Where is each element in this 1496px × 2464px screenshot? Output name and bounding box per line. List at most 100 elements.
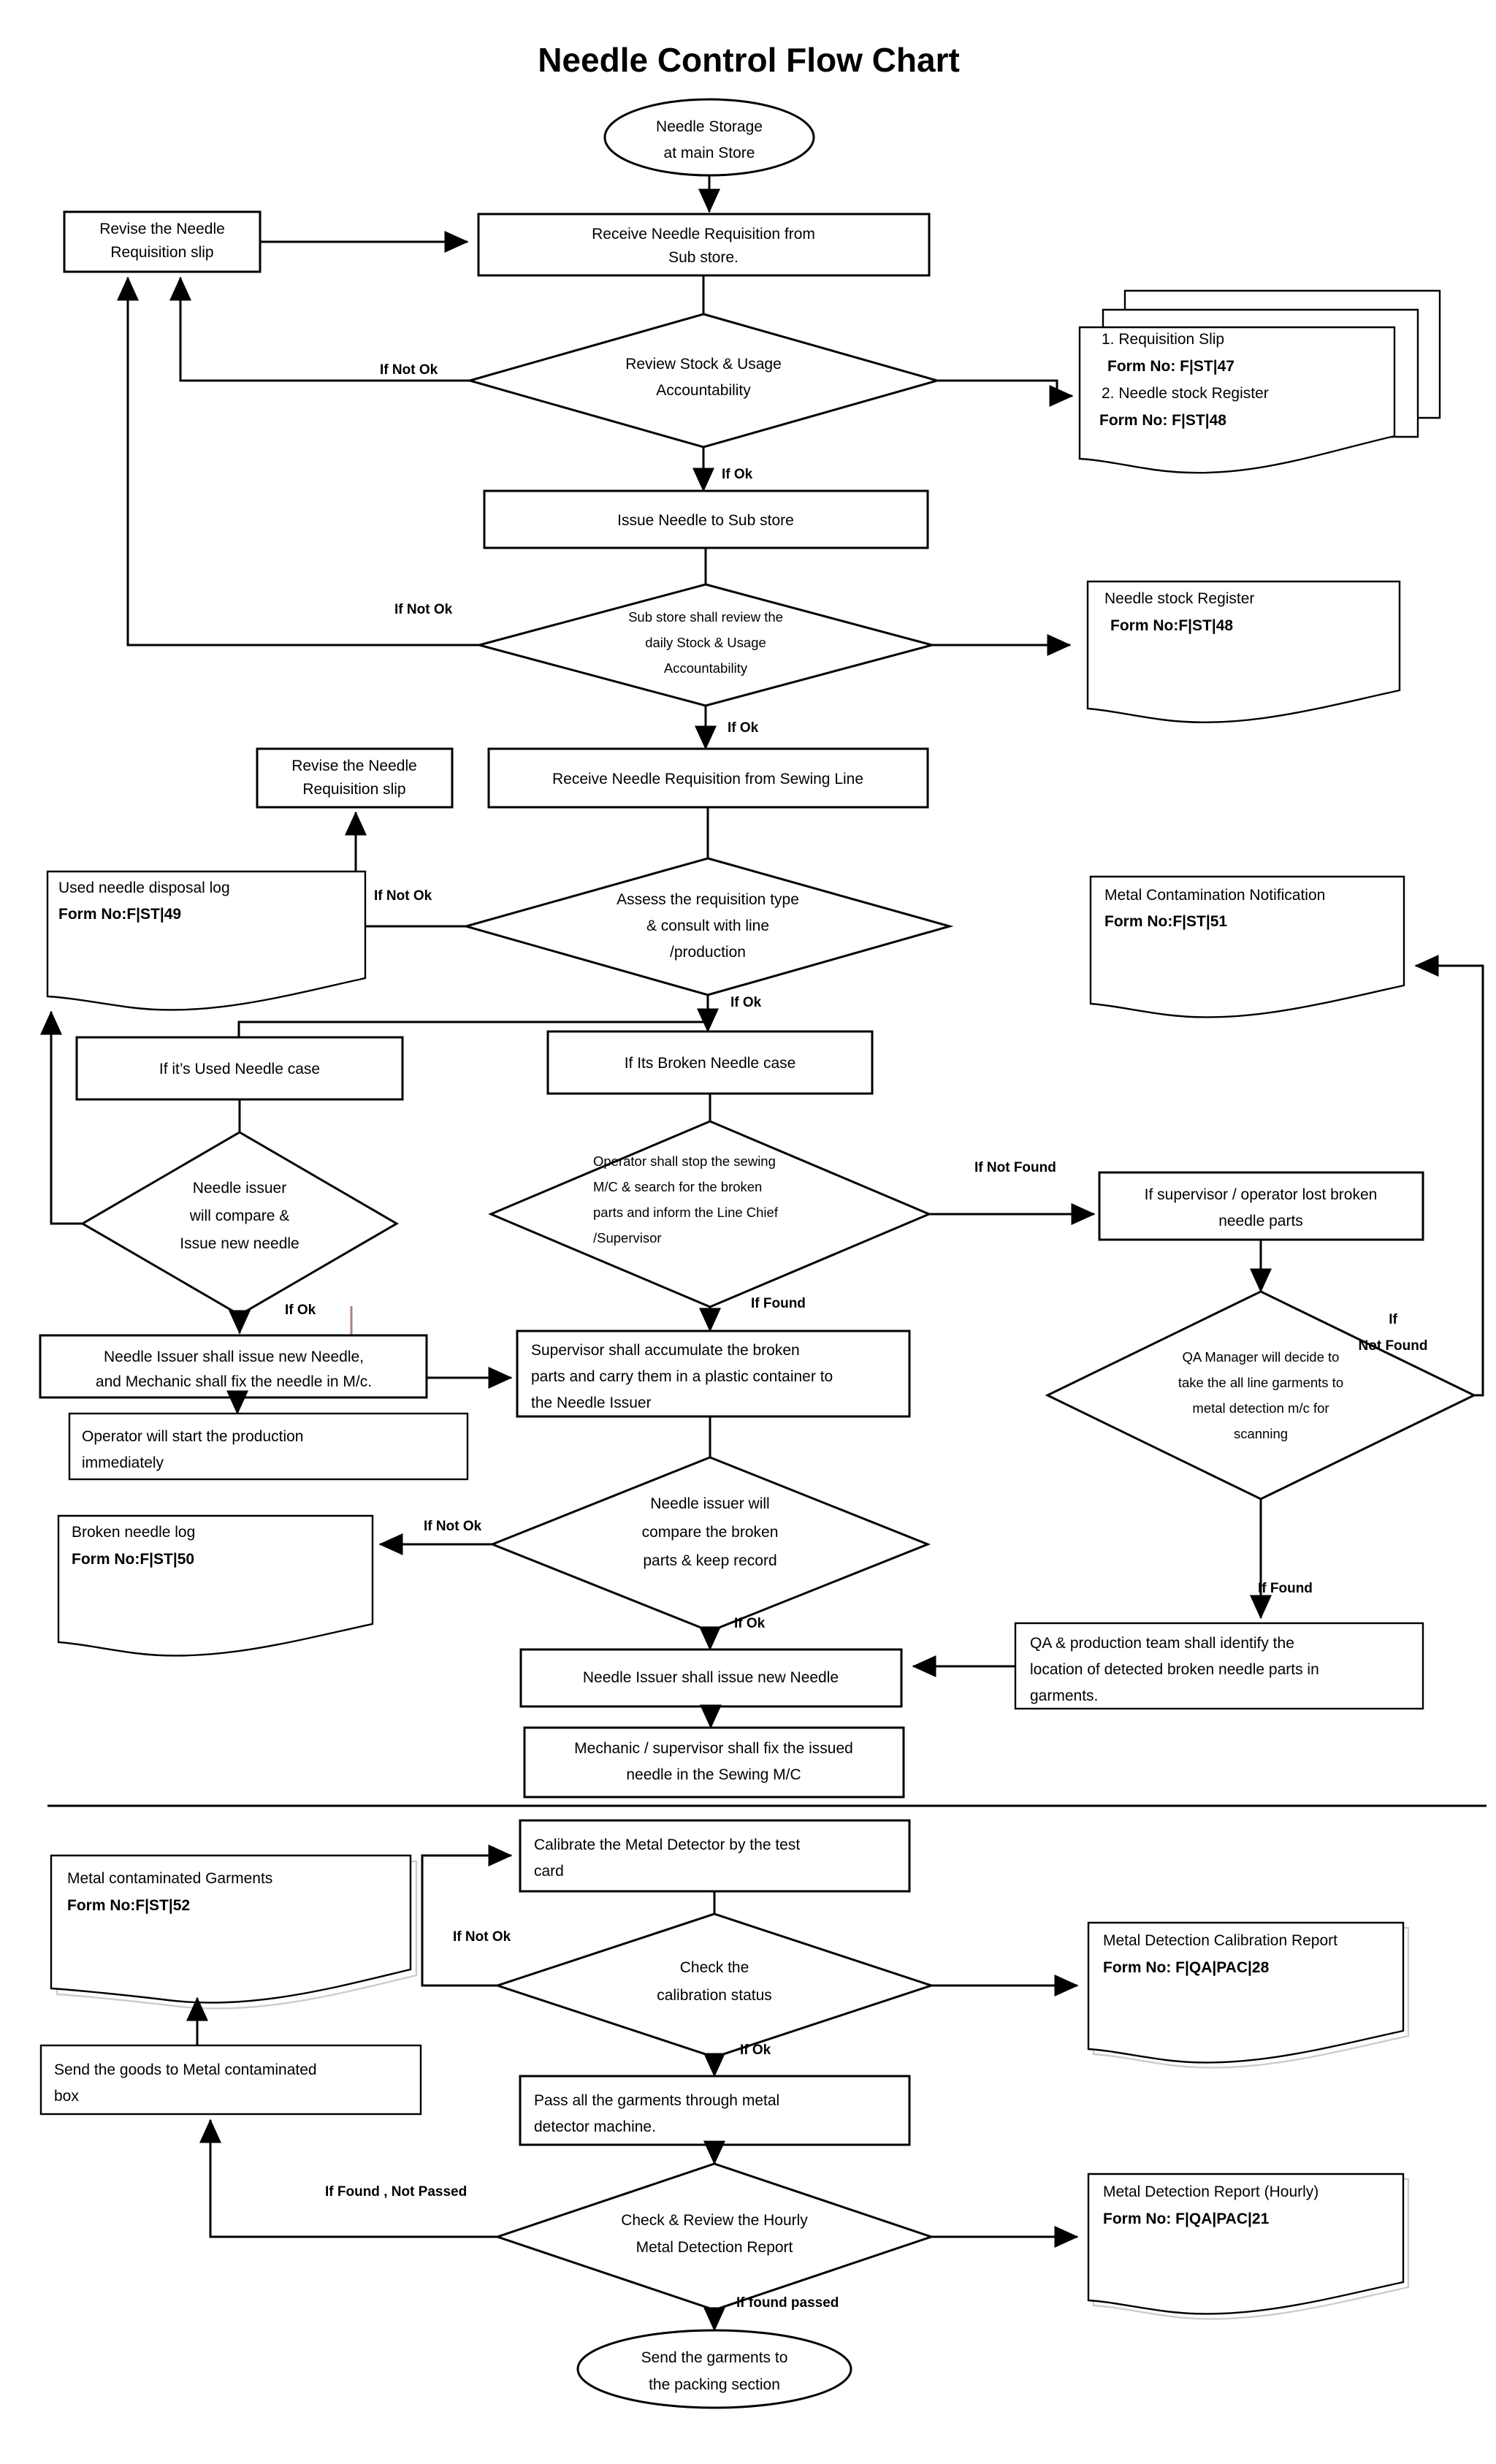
label-not-ok-5: If Not Ok [453, 1929, 511, 1945]
node-docs-top-line2: Form No: F|ST|47 [1107, 358, 1234, 375]
node-operator-start-box [68, 1412, 469, 1481]
node-compare-broken-line3: parts & keep record [643, 1552, 776, 1569]
node-check-hourly-line2: Metal Detection Report [636, 2239, 793, 2256]
node-supervisor-accum-line1: Supervisor shall accumulate the broken [531, 1342, 800, 1359]
node-mech-fix-line2: needle in the Sewing M/C [626, 1766, 801, 1783]
node-pass-garments-line1: Pass all the garments through metal [534, 2092, 779, 2109]
label-found-1: If Found [751, 1296, 806, 1311]
label-found-not-passed: If Found , Not Passed [325, 2184, 467, 2200]
label-not-ok-3: If Not Ok [374, 888, 432, 904]
node-used-case-line1: If it’s Used Needle case [159, 1061, 320, 1077]
node-revise2-line2: Requisition slip [302, 781, 405, 798]
node-substore-review-line2: daily Stock & Usage [645, 635, 766, 650]
edge-review-notok-to-revise1 [169, 276, 470, 382]
node-doc-stock48-shape [1086, 580, 1401, 724]
label-ok-6: If Ok [740, 2042, 771, 2058]
node-recv-sewing-box [487, 747, 929, 809]
node-operator-stop-line4: /Supervisor [593, 1230, 662, 1246]
edge-review-to-docs [937, 379, 1074, 407]
edge-checkcal-notok-to-calibrate [421, 1845, 513, 1987]
node-lost-parts-box [1098, 1171, 1424, 1241]
node-doc-contam51-line1: Metal Contamination Notification [1104, 887, 1325, 904]
node-qa-decide-line2: take the all line garments to [1178, 1375, 1343, 1390]
node-issuer-fix-box [39, 1334, 428, 1399]
node-send-goods-box [39, 2044, 422, 2116]
node-lost-parts-line1: If supervisor / operator lost broken [1145, 1186, 1378, 1203]
label-ok-3: If Ok [730, 995, 762, 1010]
node-qa-identify-line3: garments. [1030, 1687, 1098, 1704]
label-not-ok-4: If Not Ok [424, 1519, 482, 1534]
node-recv-sub-line2: Sub store. [668, 249, 739, 266]
node-operator-start-line1: Operator will start the production [82, 1428, 303, 1445]
node-doc-contam51-shape [1089, 875, 1405, 1018]
node-docs-top-line3: 2. Needle stock Register [1102, 385, 1269, 402]
node-doc-contam51-line2: Form No:F|ST|51 [1104, 913, 1227, 930]
node-start-terminator [603, 98, 815, 177]
node-check-hourly-line1: Check & Review the Hourly [621, 2212, 808, 2229]
node-doc-cal28-shape [1087, 1921, 1405, 2064]
label-found-2: If Found [1258, 1581, 1313, 1596]
node-compare-broken-line2: compare the broken [642, 1524, 779, 1541]
label-not-found-1: If Not Found [974, 1160, 1056, 1175]
node-docs-top-line1: 1. Requisition Slip [1102, 331, 1224, 348]
node-send-goods-line2: box [54, 2088, 79, 2105]
node-calibrate-line2: card [534, 1863, 564, 1880]
node-doc-broken50-line2: Form No:F|ST|50 [72, 1551, 194, 1568]
node-supervisor-accum-box [516, 1330, 911, 1418]
node-check-cal-line1: Check the [680, 1959, 749, 1976]
node-revise1-line2: Requisition slip [110, 244, 213, 261]
node-docs-top-sheet1 [1078, 326, 1396, 474]
node-doc-broken50-shape [57, 1514, 374, 1657]
node-pass-garments-box [519, 2075, 911, 2146]
node-doc-hourly21-line1: Metal Detection Report (Hourly) [1103, 2183, 1318, 2200]
node-assess-line3: /production [670, 944, 746, 961]
node-recv-sub-line1: Receive Needle Requisition from [592, 226, 815, 243]
node-doc-cal28-line1: Metal Detection Calibration Report [1103, 1932, 1337, 1949]
node-recv-sub-box [477, 213, 931, 277]
label-ok-5: If Ok [734, 1616, 766, 1631]
node-lost-parts-line2: needle parts [1218, 1213, 1303, 1229]
edge-hourly-notpassed-to-send-goods [199, 2118, 497, 2238]
label-ok-1: If Ok [722, 467, 753, 482]
node-qa-identify-box [1014, 1622, 1424, 1710]
edge-substore-notok-to-revise1 [117, 276, 479, 646]
node-revise2-line1: Revise the Needle [291, 758, 417, 774]
node-issuer-compare-line1: Needle issuer [193, 1180, 286, 1197]
node-doc-disposal49-line1: Used needle disposal log [58, 880, 230, 896]
label-not-found-2b: Not Found [1359, 1338, 1428, 1354]
node-qa-decide-line4: scanning [1234, 1426, 1288, 1441]
node-revise2-box [256, 747, 454, 809]
node-doc-disposal49-line2: Form No:F|ST|49 [58, 906, 181, 923]
node-doc-contam52-line2: Form No:F|ST|52 [67, 1897, 190, 1914]
node-end-terminator [576, 2329, 852, 2409]
node-issue-sub-box [483, 489, 929, 549]
node-operator-stop-line2: M/C & search for the broken [593, 1179, 762, 1194]
node-end-line1: Send the garments to [641, 2349, 788, 2366]
node-operator-start-line2: immediately [82, 1454, 164, 1471]
node-doc-stock48-line1: Needle stock Register [1104, 590, 1254, 607]
node-mech-fix-box [523, 1726, 905, 1799]
node-substore-review-line1: Sub store shall review the [628, 609, 783, 625]
node-broken-case-line1: If Its Broken Needle case [625, 1055, 796, 1072]
node-calibrate-line1: Calibrate the Metal Detector by the test [534, 1836, 800, 1853]
node-end-line2: the packing section [649, 2376, 780, 2393]
node-mech-fix-line1: Mechanic / supervisor shall fix the issu… [574, 1740, 853, 1757]
node-recv-sewing-line1: Receive Needle Requisition from Sewing L… [552, 771, 863, 787]
node-revise1-line1: Revise the Needle [99, 221, 225, 237]
node-start-line2: at main Store [664, 145, 755, 161]
node-substore-review-line3: Accountability [664, 660, 748, 676]
node-calibrate-box [519, 1819, 911, 1893]
edge-qa-notfound-to-contam-doc [1414, 955, 1484, 1397]
node-doc-cal28-line2: Form No: F|QA|PAC|28 [1103, 1959, 1270, 1976]
node-doc-disposal49-shape [46, 870, 367, 1011]
node-used-case-box [75, 1036, 404, 1101]
node-send-goods-line1: Send the goods to Metal contaminated [54, 2061, 317, 2078]
node-qa-decide-line1: QA Manager will decide to [1183, 1349, 1340, 1365]
label-ok-2: If Ok [728, 720, 759, 736]
node-assess-line1: Assess the requisition type [617, 891, 799, 908]
node-supervisor-accum-line3: the Needle Issuer [531, 1395, 652, 1411]
node-issuer-compare-line3: Issue new needle [180, 1235, 299, 1252]
node-review-stock-line2: Accountability [656, 382, 751, 399]
